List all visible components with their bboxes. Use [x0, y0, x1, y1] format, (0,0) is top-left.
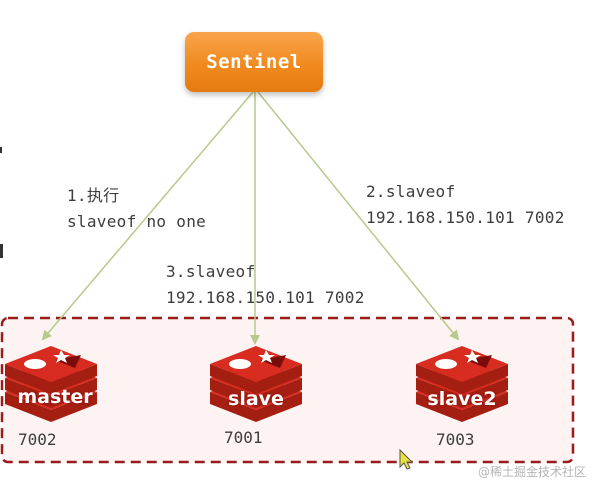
sentinel-label: Sentinel: [206, 51, 302, 73]
edge-mark-top: [0, 147, 2, 153]
step2-command: 192.168.150.101 7002: [366, 208, 565, 227]
step1-annotation: 1.执行 slaveof no one: [67, 183, 206, 235]
step2-annotation: 2.slaveof 192.168.150.101 7002: [366, 179, 565, 231]
watermark: @稀土掘金技术社区: [478, 465, 587, 479]
sentinel-node: Sentinel: [185, 32, 323, 92]
slave2-label: slave2: [427, 388, 497, 410]
master-port: 7002: [18, 430, 57, 449]
slave-label: slave: [228, 388, 284, 410]
step3-annotation: 3.slaveof 192.168.150.101 7002: [166, 259, 365, 311]
step3-title: 3.slaveof: [166, 262, 256, 281]
slave-port: 7001: [224, 428, 263, 447]
step1-command: slaveof no one: [67, 212, 207, 231]
edge-mark-bottom: [0, 244, 3, 258]
arrow-to-master: [41, 91, 254, 341]
mouse-cursor-icon: [399, 448, 414, 470]
step2-title: 2.slaveof: [366, 182, 456, 201]
slave2-port: 7003: [436, 430, 475, 449]
step1-title: 1.执行: [67, 186, 120, 205]
master-label: master: [17, 386, 93, 408]
arrow-to-slave2: [257, 91, 460, 341]
step3-command: 192.168.150.101 7002: [166, 288, 365, 307]
